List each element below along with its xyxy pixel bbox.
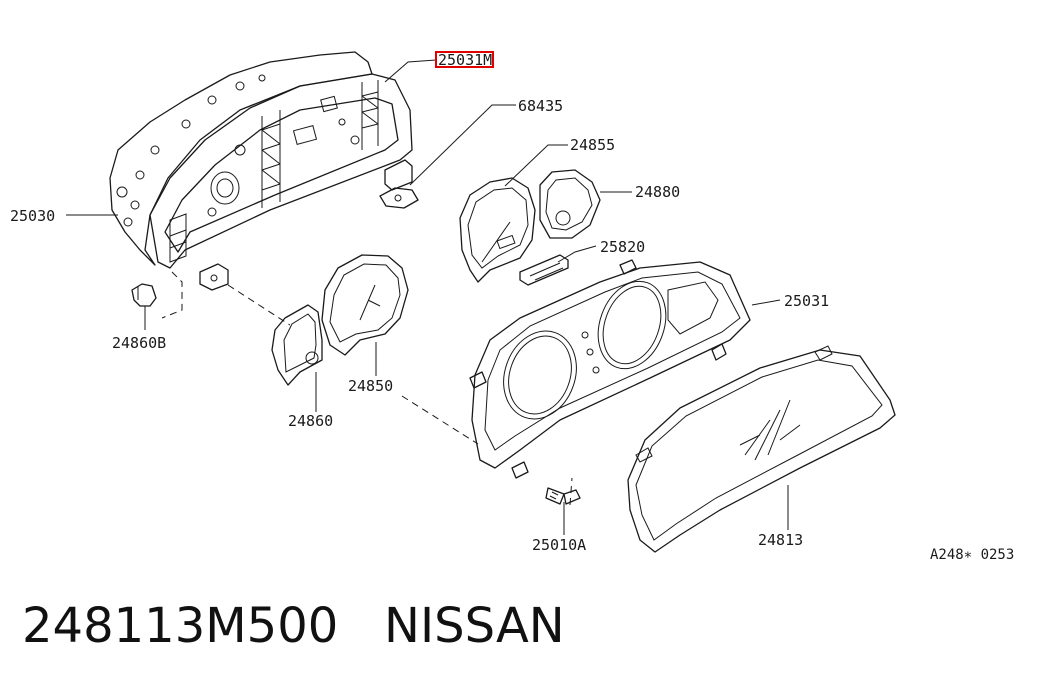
part-number: 248113M500: [22, 598, 339, 654]
label-24860[interactable]: 24860: [288, 412, 333, 430]
brand-name: NISSAN: [384, 598, 565, 654]
label-24880[interactable]: 24880: [635, 183, 680, 201]
label-25031m[interactable]: 25031M: [438, 51, 492, 69]
leader-lines: [66, 59, 789, 535]
part-24813-lens: [627, 345, 896, 553]
label-68435[interactable]: 68435: [518, 97, 563, 115]
part-25030-back-housing: [109, 51, 413, 291]
label-25820[interactable]: 25820: [600, 238, 645, 256]
highlight-box: [435, 51, 494, 68]
part-24880-gauge: [539, 169, 601, 239]
footer-caption: 248113M500 NISSAN: [22, 598, 565, 654]
assembly-lines: [161, 271, 573, 506]
label-24850[interactable]: 24850: [348, 377, 393, 395]
part-24860b-bulb: [131, 283, 157, 307]
label-25031[interactable]: 25031: [784, 292, 829, 310]
part-25031-meter-cover: [469, 259, 751, 479]
diagram-reference-code: A248∗ 0253: [930, 547, 1014, 563]
part-24860-gauge: [271, 304, 323, 386]
label-25030[interactable]: 25030: [10, 207, 55, 225]
part-24855-speedometer: [459, 177, 536, 283]
callout-labels: 25031M 68435 24855 24880 25820 25030 250…: [10, 51, 1014, 563]
label-24813[interactable]: 24813: [758, 531, 803, 549]
label-24855[interactable]: 24855: [570, 136, 615, 154]
part-25820-connector: [519, 254, 569, 286]
part-68435-gasket: [379, 187, 419, 209]
label-25010a[interactable]: 25010A: [532, 536, 586, 554]
part-25010a-screw: [545, 487, 581, 505]
label-24860b[interactable]: 24860B: [112, 334, 166, 352]
part-24850-tachometer: [321, 254, 409, 356]
